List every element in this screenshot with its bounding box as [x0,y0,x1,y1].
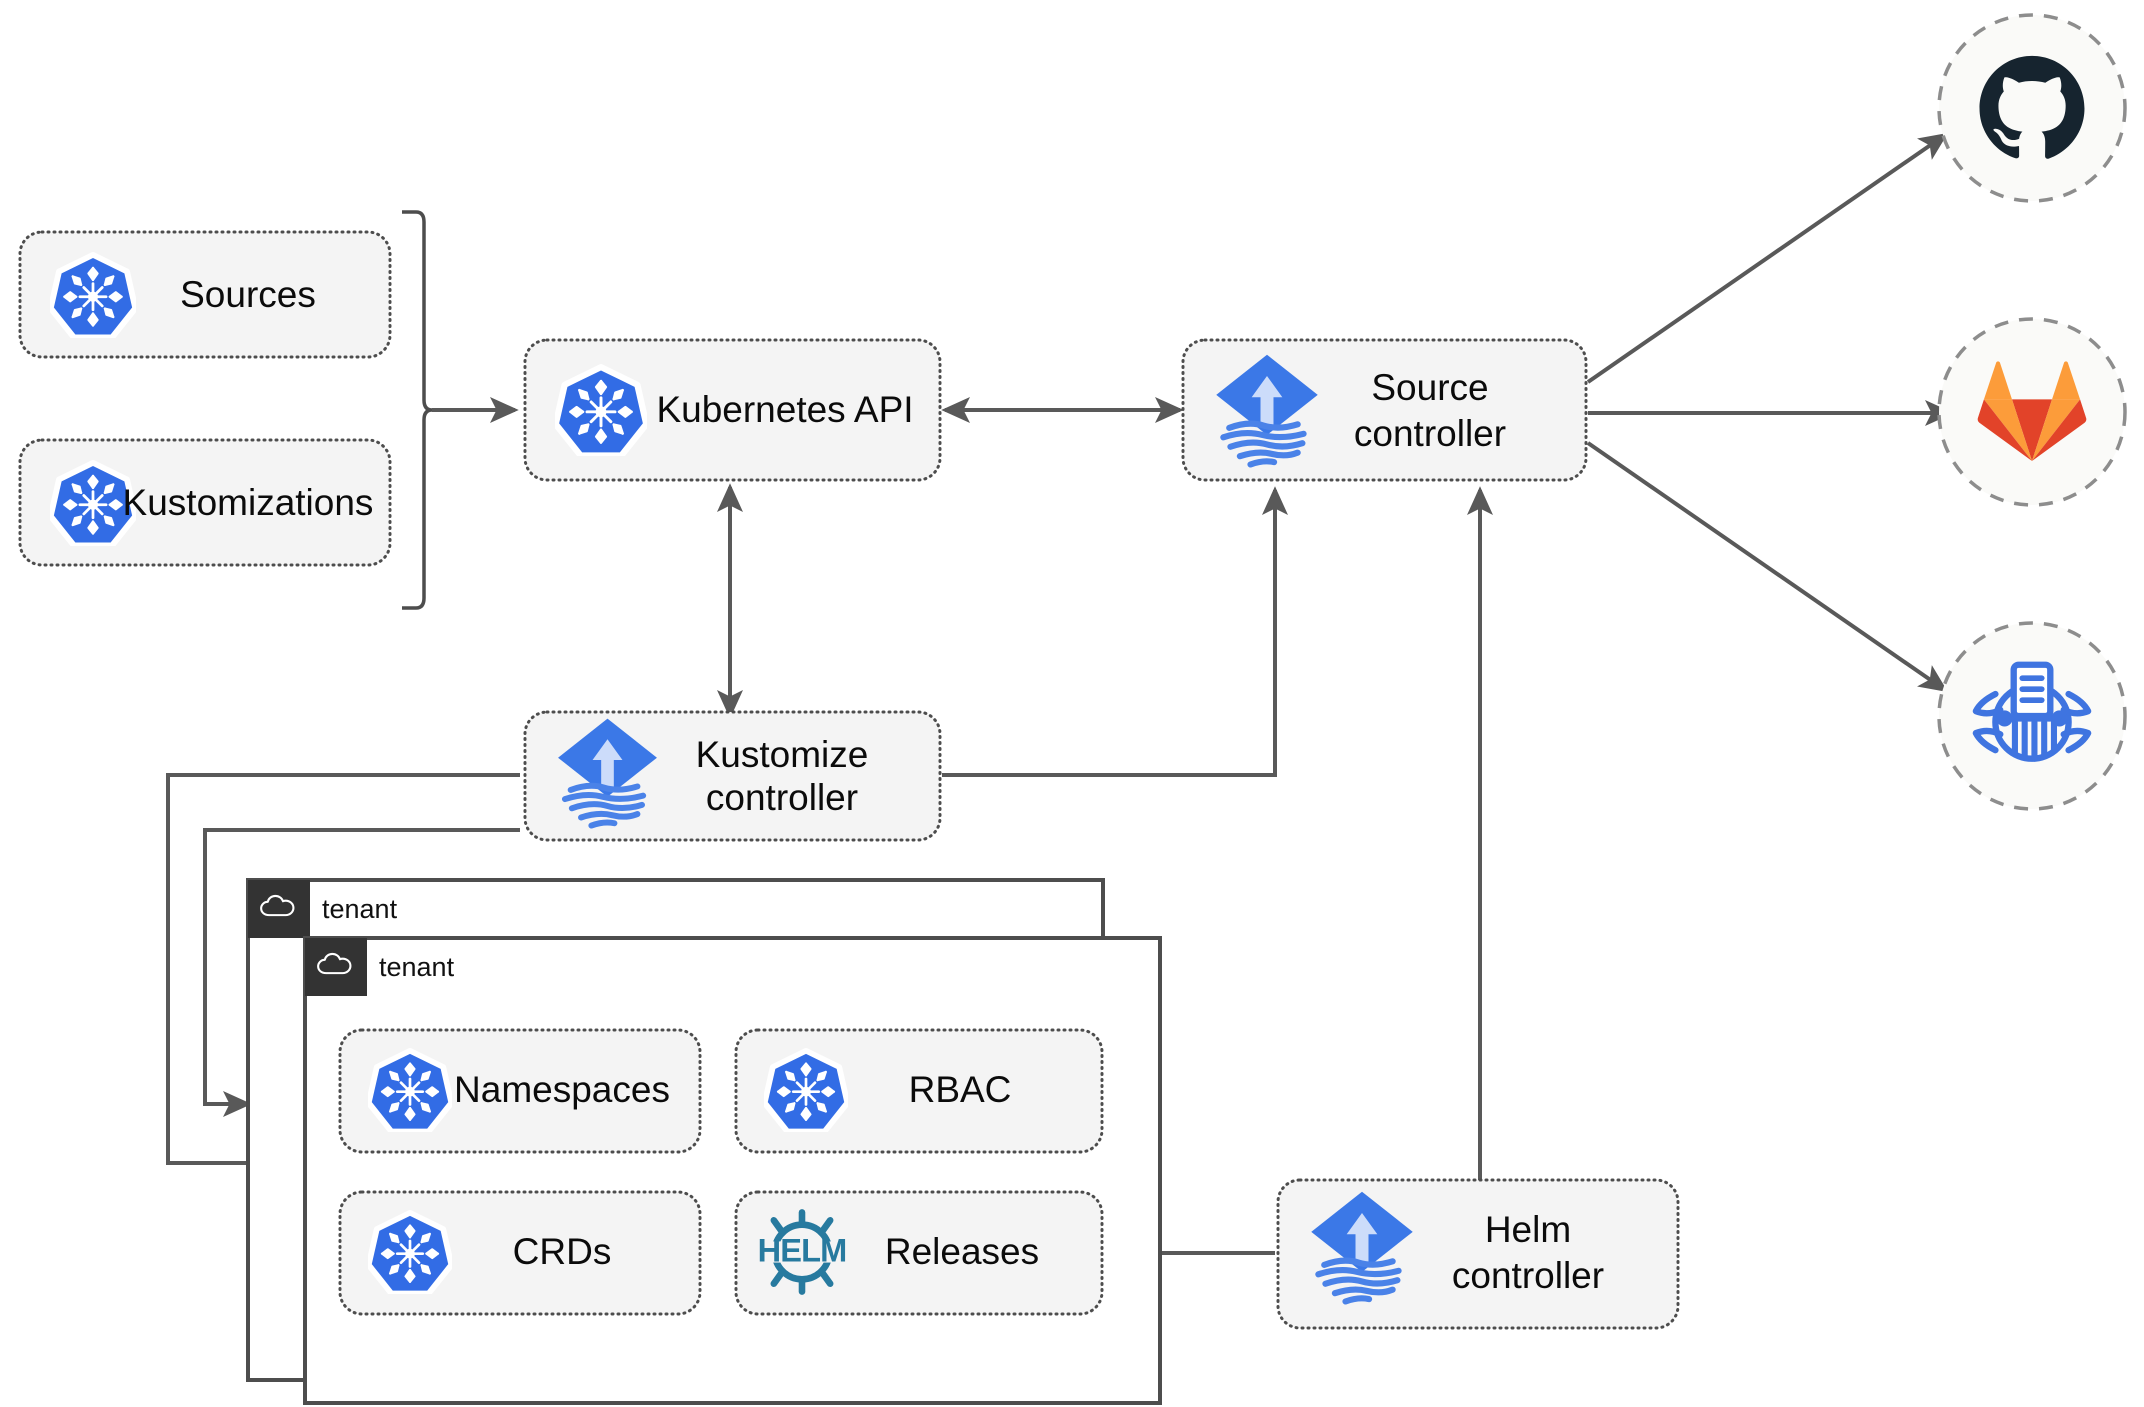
card-rbac-label: RBAC [909,1069,1012,1110]
card-kustomizations[interactable]: Kustomizations [18,438,392,567]
provider-gitlab[interactable] [1937,317,2127,507]
kubernetes-icon [369,1213,452,1294]
tenant-front[interactable]: tenant [303,936,1162,1405]
card-source-controller-label-1: Source [1371,367,1488,408]
provider-github-circle [1937,13,2127,203]
provider-github[interactable] [1937,13,2127,203]
card-rbac[interactable]: RBAC [734,1028,1104,1154]
edge-source-to-github [1586,132,1949,384]
card-kustomize-controller-label-1: Kustomize [696,734,869,775]
edges-layer [166,132,1954,1266]
card-crds[interactable]: CRDs [338,1190,702,1316]
card-sources-label: Sources [180,274,316,315]
tenant-front-body [303,936,1162,1405]
card-sources[interactable]: Sources [18,230,392,359]
kubernetes-icon [369,1051,452,1132]
card-helm-controller[interactable]: Helm controller [1276,1178,1680,1330]
card-releases[interactable]: Releases [734,1190,1104,1316]
tenant-back-tab [248,880,310,938]
edge-kustomize-to-tenant-front [203,828,520,1117]
card-namespaces-label: Namespaces [454,1069,670,1110]
tenant-front-tab [305,938,367,996]
kubernetes-icon [51,255,136,338]
kubernetes-icon [765,1051,848,1132]
kubernetes-icon [556,367,647,455]
edge-source-to-bucket [1586,441,1949,693]
edge-kustomize-to-source [942,486,1288,777]
card-kubernetes-api[interactable]: Kubernetes API [523,338,942,482]
card-releases-label: Releases [885,1231,1039,1272]
card-helm-controller-label-1: Helm [1485,1209,1571,1250]
card-kustomizations-label: Kustomizations [123,482,374,523]
card-kustomize-controller[interactable]: Kustomize controller [523,710,942,842]
tenant-front-label: tenant [379,952,455,982]
provider-bucket[interactable] [1937,621,2127,811]
card-source-controller[interactable]: Source controller [1181,338,1588,482]
card-crds-label: CRDs [513,1231,612,1272]
card-kustomize-controller-label-2: controller [706,777,858,818]
card-kubernetes-api-label: Kubernetes API [656,389,913,430]
card-helm-controller-label-2: controller [1452,1255,1604,1296]
card-source-controller-label-2: controller [1354,413,1506,454]
edge-kustomize-to-tenant-back [166,773,520,1176]
tenant-back-label: tenant [322,894,398,924]
card-namespaces[interactable]: Namespaces [338,1028,702,1154]
group-bracket [402,210,433,610]
